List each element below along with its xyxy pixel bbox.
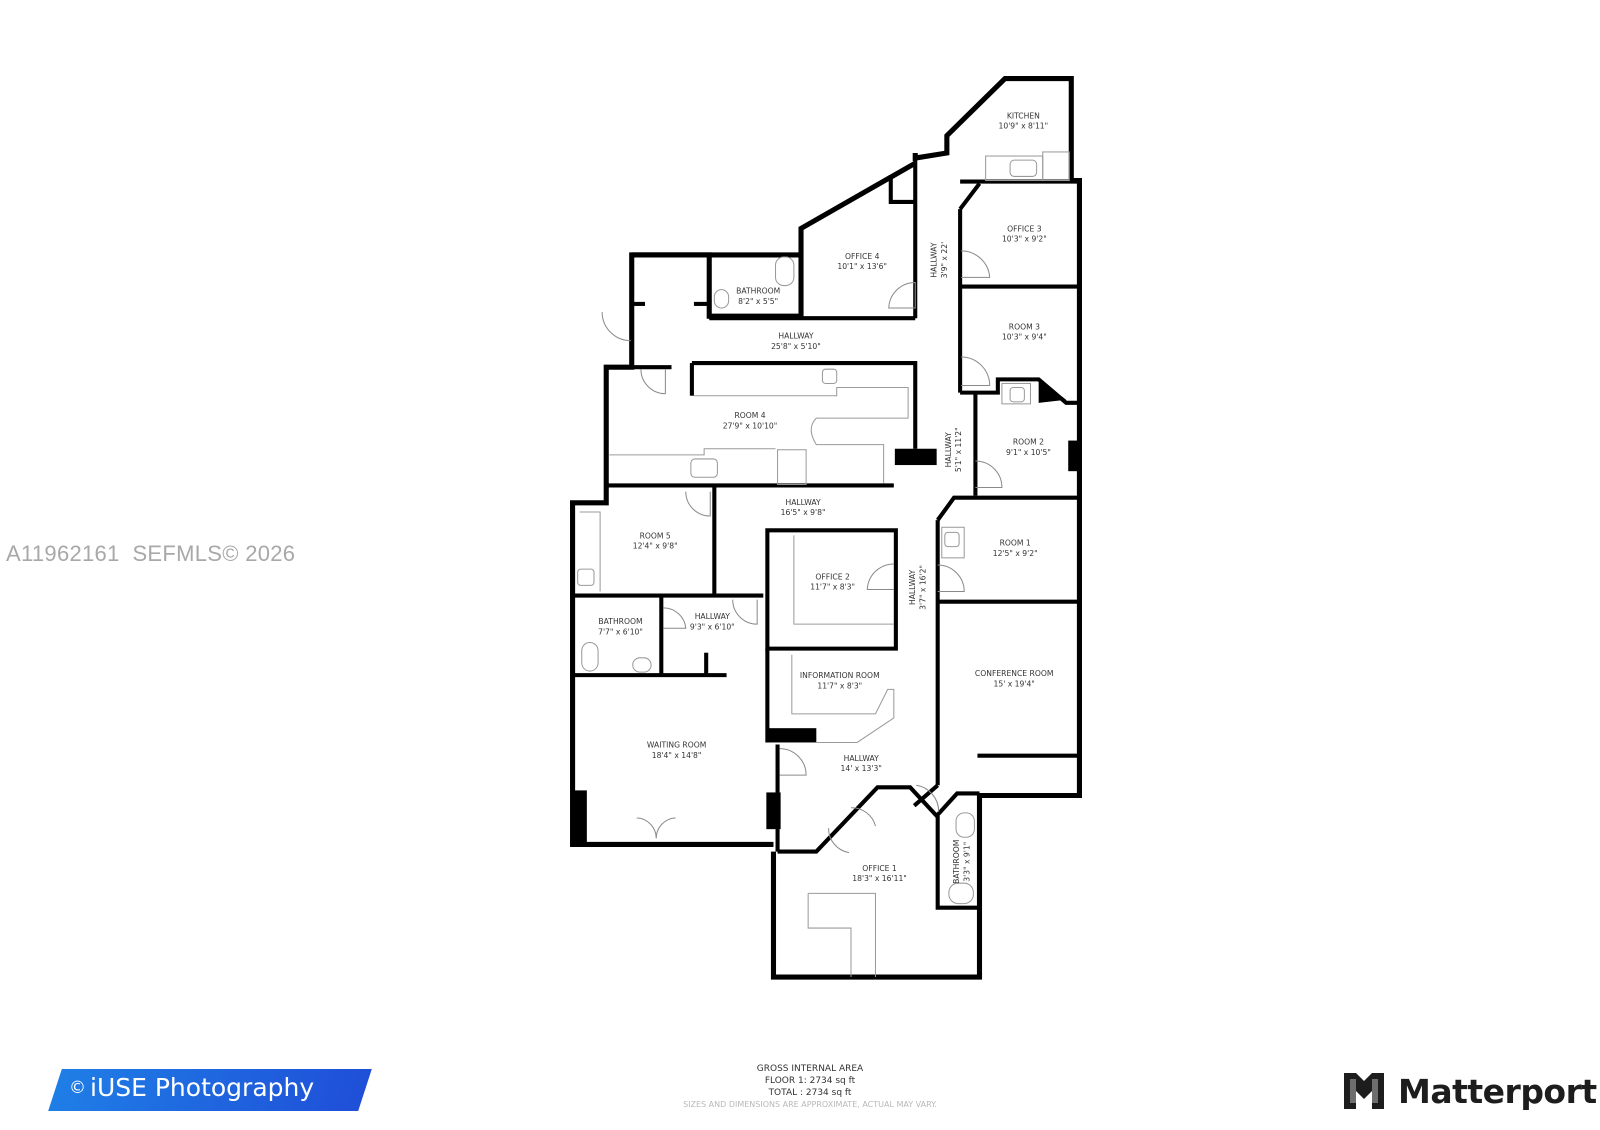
room-label-office-2: OFFICE 2 — [815, 572, 850, 581]
room-dims-office-1: 18'3" x 16'11" — [852, 874, 907, 883]
room-label-room-1: ROOM 1 — [1000, 539, 1031, 548]
room-label-bathroom-north: BATHROOM — [736, 287, 780, 296]
area-disclaimer: SIZES AND DIMENSIONS ARE APPROXIMATE, AC… — [683, 1100, 937, 1109]
room-label-office-3: OFFICE 3 — [1007, 225, 1042, 234]
room-label-information-room: INFORMATION ROOM — [800, 671, 880, 680]
area-title: GROSS INTERNAL AREA — [756, 1064, 864, 1074]
room-dims-office-4: 10'1" x 13'6" — [837, 262, 887, 271]
room-dims-office-2: 11'7" x 8'3" — [810, 582, 855, 591]
room-dims-hallway-central: 16'5" x 9'8" — [781, 508, 826, 517]
room-dims-hallway-east: 3'7" x 16'2" — [918, 565, 927, 610]
room-dims-bathroom-north: 8'2" x 5'5" — [738, 297, 778, 306]
area-total: TOTAL : 2734 sq ft — [768, 1088, 852, 1098]
room-dims-room-1: 12'5" x 9'2" — [993, 549, 1038, 558]
photographer-name: iUSE Photography — [90, 1073, 315, 1102]
room-label-room-2: ROOM 2 — [1013, 438, 1044, 447]
room-dims-room-2: 9'1" x 10'5" — [1006, 448, 1051, 457]
gross-internal-area: GROSS INTERNAL AREA FLOOR 1: 2734 sq ft … — [660, 1063, 960, 1111]
room-dims-office-3: 10'3" x 9'2" — [1002, 235, 1047, 244]
room-label-kitchen: KITCHEN — [1007, 111, 1040, 120]
fixtures — [577, 151, 1070, 978]
room-label-bathroom-east: BATHROOM — [952, 840, 961, 884]
room-label-conference-room: CONFERENCE ROOM — [975, 669, 1054, 678]
room-dims-room-5: 12'4" x 9'8" — [633, 542, 678, 551]
room-labels: KITCHEN 10'9" x 8'11" OFFICE 4 10'1" x 1… — [598, 111, 1053, 884]
room-label-hallway-mid: HALLWAY — [944, 432, 953, 467]
matterport-wordmark: Matterport — [1398, 1071, 1597, 1111]
room-dims-bathroom-west: 7'7" x 6'10" — [598, 627, 643, 636]
room-dims-room-4: 27'9" x 10'10" — [723, 421, 778, 430]
doors — [601, 250, 1003, 854]
room-label-room-5: ROOM 5 — [640, 531, 671, 540]
room-label-hallway-north: HALLWAY — [930, 242, 939, 277]
room-dims-information-room: 11'7" x 8'3" — [817, 681, 862, 690]
room-dims-hallway-small: 9'3" x 6'10" — [690, 622, 735, 631]
matterport-logo-icon — [1344, 1073, 1384, 1109]
room-label-office-1: OFFICE 1 — [862, 864, 897, 873]
room-dims-conference-room: 15' x 19'4" — [994, 679, 1035, 688]
room-dims-hallway-south: 14' x 13'3" — [841, 764, 882, 773]
matterport-logo: Matterport — [1342, 1069, 1597, 1113]
copyright-icon: © — [69, 1078, 86, 1098]
room-label-room-4: ROOM 4 — [734, 411, 765, 420]
room-dims-waiting-room: 18'4" x 14'8" — [652, 751, 702, 760]
room-dims-bathroom-east: 3'3" x 9'1" — [962, 842, 971, 882]
mls-watermark: A11962161 SEFMLS© 2026 — [6, 541, 296, 566]
room-label-office-4: OFFICE 4 — [845, 252, 880, 261]
room-label-hallway-west: HALLWAY — [778, 332, 813, 341]
room-label-waiting-room: WAITING ROOM — [647, 741, 706, 750]
solid-blocks — [572, 379, 1080, 844]
room-dims-hallway-mid: 5'1" x 11'2" — [954, 427, 963, 472]
room-label-hallway-central: HALLWAY — [785, 498, 820, 507]
room-label-hallway-small: HALLWAY — [695, 612, 730, 621]
room-dims-kitchen: 10'9" x 8'11" — [999, 122, 1049, 131]
room-label-hallway-east: HALLWAY — [908, 570, 917, 605]
room-dims-hallway-north: 3'9" x 22' — [940, 242, 949, 278]
room-dims-hallway-west: 25'8" x 5'10" — [771, 342, 821, 351]
room-label-hallway-south: HALLWAY — [844, 754, 879, 763]
room-label-bathroom-west: BATHROOM — [598, 617, 642, 626]
iuse-photography-logo: ©iUSE Photography — [48, 1069, 372, 1111]
area-floor: FLOOR 1: 2734 sq ft — [764, 1076, 856, 1086]
room-dims-room-3: 10'3" x 9'4" — [1002, 333, 1047, 342]
room-label-room-3: ROOM 3 — [1009, 322, 1040, 331]
